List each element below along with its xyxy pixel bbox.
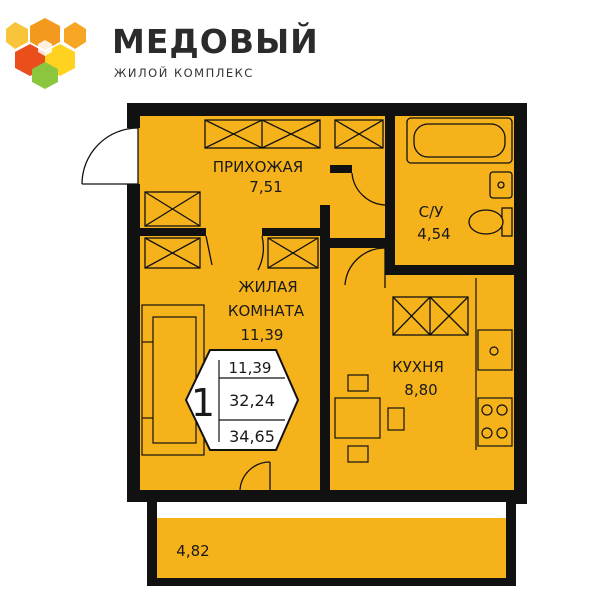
bathtub-icon bbox=[406, 117, 513, 164]
rooms-count: 1 bbox=[191, 381, 215, 425]
area-summary-badge: 1 11,39 32,24 34,65 bbox=[184, 349, 300, 451]
kitchen-name: КУХНЯ bbox=[392, 358, 444, 376]
living-area: 11,39 bbox=[241, 326, 284, 344]
living-name-line1: ЖИЛАЯ bbox=[238, 278, 297, 296]
honeycomb-logo-icon bbox=[6, 18, 86, 89]
kitchen-area: 8,80 bbox=[404, 381, 437, 399]
dining-table-icon bbox=[334, 374, 405, 463]
living-name-line2: КОМНАТА bbox=[228, 302, 305, 320]
sink-icon bbox=[489, 171, 513, 199]
doors bbox=[81, 127, 386, 491]
brand-subtitle: ЖИЛОЙ КОМПЛЕКС bbox=[114, 66, 254, 80]
balcony-area: 4,82 bbox=[176, 542, 209, 560]
toilet-icon bbox=[468, 207, 513, 237]
window-strip bbox=[185, 492, 515, 499]
bathroom-name: С/У bbox=[419, 203, 444, 221]
summary-living-area: 11,39 bbox=[229, 359, 272, 377]
ventilation-boxes bbox=[144, 119, 469, 336]
brand-title: МЕДОВЫЙ bbox=[112, 22, 319, 61]
kitchen-counter bbox=[475, 278, 513, 450]
interior-walls bbox=[138, 115, 520, 495]
hallway-area: 7,51 bbox=[249, 178, 282, 196]
summary-total-area: 32,24 bbox=[229, 391, 275, 410]
hallway-name: ПРИХОЖАЯ bbox=[213, 158, 303, 176]
bathroom-area: 4,54 bbox=[417, 225, 450, 243]
summary-total-with-balcony: 34,65 bbox=[229, 427, 275, 446]
